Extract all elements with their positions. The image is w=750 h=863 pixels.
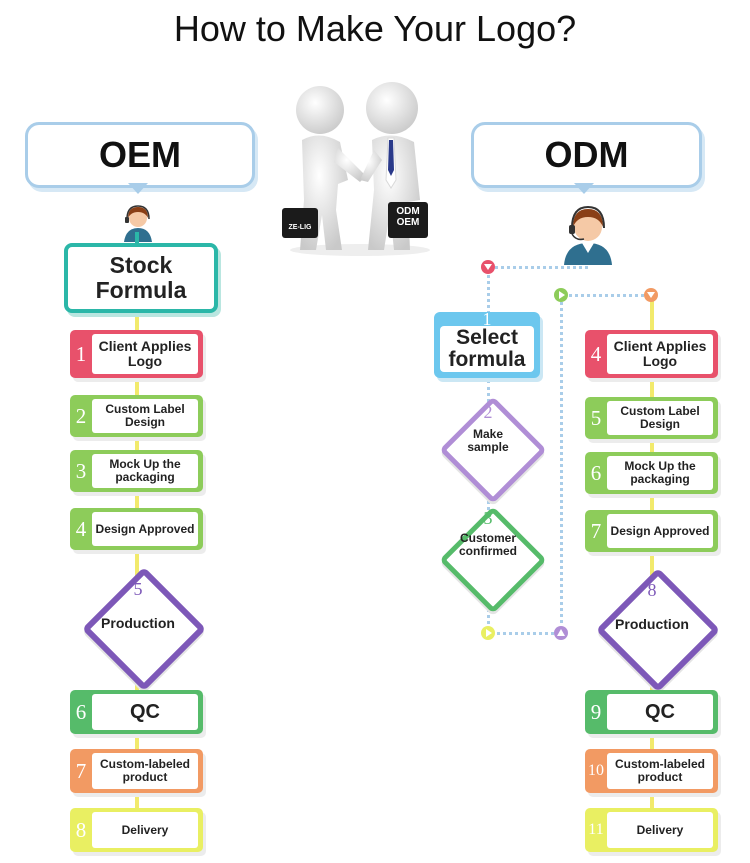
flow-arrow-icon — [644, 288, 658, 302]
step-number: 8 — [647, 580, 657, 600]
step-label: Client Applies Logo — [92, 334, 198, 374]
odm-flow-line — [488, 266, 588, 269]
step-number: 5 — [590, 405, 602, 430]
make-sample-diamond: 2 Make sample — [433, 390, 547, 504]
odm-flow-line — [487, 380, 490, 630]
step-label: Delivery — [92, 812, 198, 848]
step-number: 7 — [590, 518, 602, 543]
step-label: Design Approved — [92, 512, 198, 546]
odm-step-4: 4 Client Applies Logo — [585, 330, 718, 378]
oem-step-7: 7 Custom-labeled product — [70, 749, 203, 793]
step-number: 3 — [75, 458, 87, 483]
oem-step-2: 2 Custom Label Design — [70, 395, 203, 437]
odm-step-5: 5 Custom Label Design — [585, 397, 718, 439]
step-number: 5 — [133, 579, 143, 599]
step-number: 7 — [75, 758, 87, 783]
odm-flow-line — [487, 270, 490, 314]
step-label: Customer confirmed — [458, 531, 517, 558]
step-number: 8 — [75, 817, 87, 842]
step-number: 10 — [588, 762, 604, 779]
step-number: 2 — [75, 403, 87, 428]
step-number: 6 — [75, 699, 87, 724]
step-label: Design Approved — [607, 514, 713, 548]
odm-step-6: 6 Mock Up the packaging — [585, 452, 718, 494]
flow-arrow-icon — [554, 288, 568, 302]
customer-confirmed-diamond: 3 Customer confirmed — [433, 500, 547, 614]
step-label: Delivery — [607, 812, 713, 848]
select-formula-box: 1 Select formula — [434, 309, 540, 378]
step-number: 2 — [483, 402, 493, 422]
oem-production-diamond: 5 Production — [78, 563, 207, 692]
oem-header-pointer — [128, 183, 148, 194]
odm-header-pointer — [574, 183, 594, 194]
step-label: Custom Label Design — [92, 399, 198, 433]
right-case-label: ODM OEM — [396, 206, 420, 228]
step-number: 9 — [590, 699, 602, 724]
step-label: Mock Up the packaging — [92, 454, 198, 488]
handshake-illustration — [282, 82, 430, 256]
step-number: 4 — [590, 341, 602, 366]
step-label: Custom-labeled product — [92, 753, 198, 789]
oem-step-1: 1 Client Applies Logo — [70, 330, 203, 378]
odm-header: ODM — [471, 122, 702, 188]
step-label: QC — [607, 694, 713, 730]
step-number: 1 — [75, 341, 87, 366]
odm-step-10: 10 Custom-labeled product — [585, 749, 718, 793]
odm-flow-line — [560, 295, 563, 630]
odm-production-diamond: 8 Production — [592, 564, 721, 693]
step-number: 1 — [482, 309, 492, 329]
odm-step-11: 11 Delivery — [585, 808, 718, 852]
step-label: Custom-labeled product — [607, 753, 713, 789]
odm-flow-line — [490, 632, 562, 635]
odm-step-7: 7 Design Approved — [585, 510, 718, 552]
step-number: 3 — [483, 508, 493, 528]
odm-step-9: 9 QC — [585, 690, 718, 734]
oem-header: OEM — [25, 122, 255, 188]
left-case-label: ZE-LIG — [288, 224, 312, 231]
oem-header-label: OEM — [98, 134, 181, 175]
step-label: Custom Label Design — [607, 401, 713, 435]
headset-agent-icon — [564, 205, 612, 265]
step-label: Client Applies Logo — [607, 334, 713, 374]
step-label: Make sample — [467, 427, 509, 454]
step-number: 11 — [588, 821, 604, 838]
odm-header-label: ODM — [544, 134, 629, 175]
step-label: Mock Up the packaging — [607, 456, 713, 490]
oem-step-4: 4 Design Approved — [70, 508, 203, 550]
page-title: How to Make Your Logo? — [173, 8, 577, 49]
oem-connector — [135, 232, 139, 244]
select-formula-label: Select formula — [440, 326, 534, 372]
step-number: 6 — [590, 460, 602, 485]
step-number: 4 — [75, 516, 87, 541]
step-label: QC — [92, 694, 198, 730]
flow-arrow-icon — [554, 626, 568, 640]
stock-formula-box: Stock Formula — [64, 243, 218, 313]
flow-arrow-icon — [481, 626, 495, 640]
step-label: Production — [615, 616, 689, 632]
oem-step-8: 8 Delivery — [70, 808, 203, 852]
oem-step-3: 3 Mock Up the packaging — [70, 450, 203, 492]
oem-step-6: 6 QC — [70, 690, 203, 734]
stock-formula-label: Stock Formula — [95, 252, 187, 303]
step-label: Production — [101, 615, 175, 631]
odm-flow-line — [562, 294, 652, 297]
flow-arrow-icon — [481, 260, 495, 274]
